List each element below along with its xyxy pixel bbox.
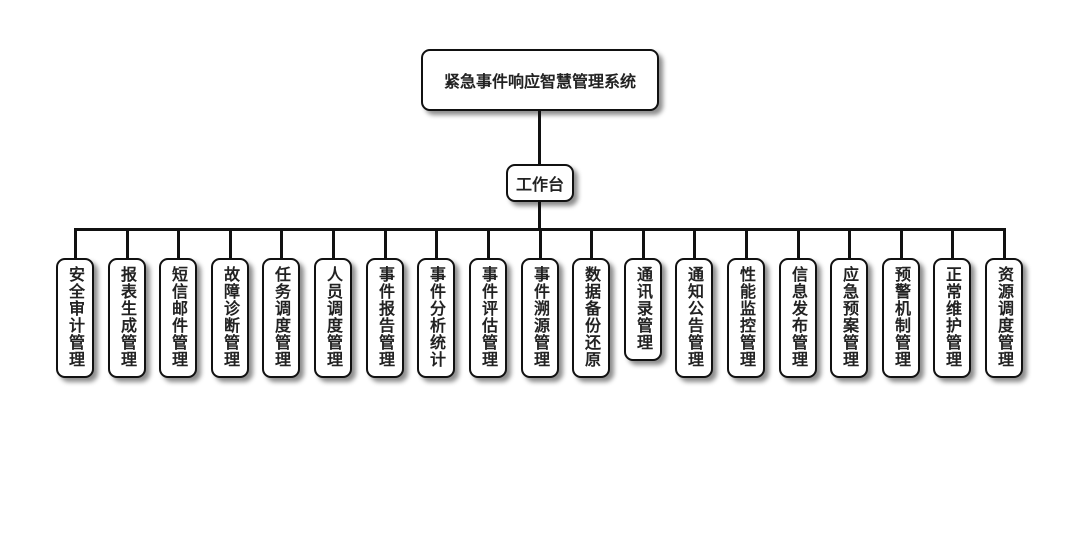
connector-child	[590, 229, 593, 259]
child-node: 事件评估管理	[469, 258, 507, 378]
child-node: 安全审计管理	[56, 258, 94, 378]
child-label: 性能监控管理	[737, 266, 756, 368]
connector-child	[539, 229, 542, 259]
connector-root-hub	[538, 111, 541, 164]
child-node: 事件报告管理	[366, 258, 404, 378]
root-label: 紧急事件响应智慧管理系统	[443, 72, 636, 91]
child-node: 正常维护管理	[933, 258, 971, 378]
child-label: 预警机制管理	[892, 266, 911, 368]
child-node: 信息发布管理	[779, 258, 817, 378]
child-node: 资源调度管理	[985, 258, 1023, 378]
child-label: 正常维护管理	[943, 266, 962, 368]
child-node: 短信邮件管理	[159, 258, 197, 378]
child-node: 故障诊断管理	[211, 258, 249, 378]
connector-child	[384, 229, 387, 259]
child-label: 人员调度管理	[324, 266, 343, 368]
connector-child	[951, 229, 954, 259]
child-node: 事件分析统计	[417, 258, 455, 378]
root-node: 紧急事件响应智慧管理系统	[421, 49, 659, 111]
connector-child	[280, 229, 283, 259]
child-label: 应急预案管理	[840, 266, 859, 368]
child-label: 任务调度管理	[272, 266, 291, 368]
connector-child	[229, 229, 232, 259]
child-node: 数据备份还原	[572, 258, 610, 378]
connector-child	[435, 229, 438, 259]
hub-node: 工作台	[506, 164, 574, 202]
connector-child	[900, 229, 903, 259]
connector-hub-bus	[538, 202, 541, 230]
child-node: 报表生成管理	[108, 258, 146, 378]
connector-child	[1003, 229, 1006, 259]
child-label: 数据备份还原	[582, 266, 601, 368]
child-node: 通知公告管理	[675, 258, 713, 378]
hub-label: 工作台	[515, 175, 564, 194]
child-label: 事件溯源管理	[531, 266, 550, 368]
child-node: 事件溯源管理	[521, 258, 559, 378]
child-label: 事件评估管理	[479, 266, 498, 368]
connector-child	[642, 229, 645, 259]
child-label: 故障诊断管理	[221, 266, 240, 368]
child-label: 信息发布管理	[789, 266, 808, 368]
connector-child	[177, 229, 180, 259]
connector-child	[797, 229, 800, 259]
connector-child	[693, 229, 696, 259]
connector-child	[745, 229, 748, 259]
child-label: 短信邮件管理	[169, 266, 188, 368]
child-node: 任务调度管理	[262, 258, 300, 378]
connector-child	[848, 229, 851, 259]
connector-child	[126, 229, 129, 259]
child-node: 通讯录管理	[624, 258, 662, 361]
child-label: 通讯录管理	[634, 266, 653, 351]
child-label: 资源调度管理	[995, 266, 1014, 368]
connector-child	[74, 229, 77, 259]
connector-child	[487, 229, 490, 259]
child-label: 安全审计管理	[66, 266, 85, 368]
child-label: 通知公告管理	[685, 266, 704, 368]
child-label: 事件报告管理	[376, 266, 395, 368]
child-node: 预警机制管理	[882, 258, 920, 378]
child-node: 性能监控管理	[727, 258, 765, 378]
child-label: 事件分析统计	[427, 266, 446, 368]
child-node: 人员调度管理	[314, 258, 352, 378]
child-node: 应急预案管理	[830, 258, 868, 378]
child-label: 报表生成管理	[118, 266, 137, 368]
connector-child	[332, 229, 335, 259]
